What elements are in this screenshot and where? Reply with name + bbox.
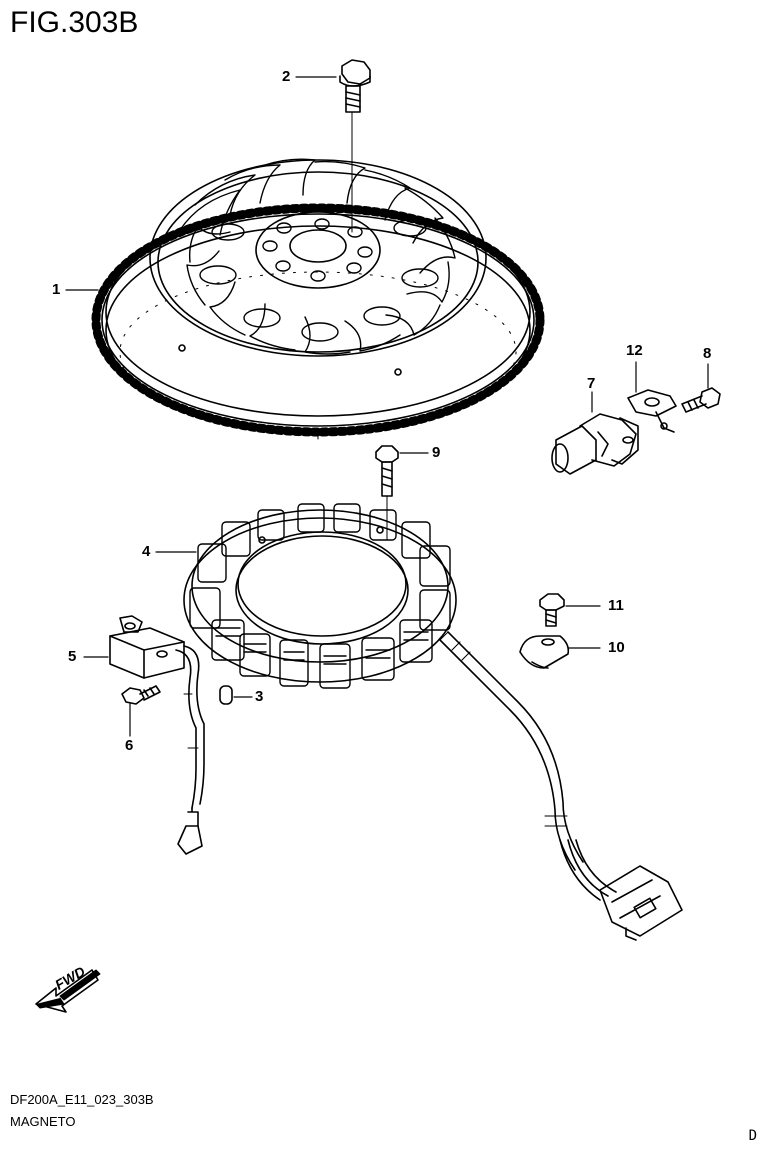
- stator-harness-icon: [439, 631, 683, 941]
- figure-code: DF200A_E11_023_303B: [10, 1092, 154, 1107]
- callout-1: 1: [52, 281, 61, 298]
- pulser-coil-icon: [109, 615, 205, 855]
- stator-coil-icon: [183, 503, 457, 689]
- callout-10: 10: [608, 639, 625, 656]
- callout-2: 2: [282, 68, 291, 85]
- bolt-icon: [539, 593, 565, 627]
- sensor-icon: [551, 413, 639, 475]
- callout-5: 5: [68, 648, 77, 665]
- page-mark: D: [748, 1128, 757, 1144]
- fwd-arrow-icon: [35, 969, 101, 1013]
- callout-7: 7: [587, 375, 596, 392]
- callout-8: 8: [703, 345, 712, 362]
- flange-bolt-icon: [339, 59, 371, 113]
- callout-11: 11: [608, 597, 624, 614]
- bolt-icon: [375, 445, 399, 497]
- figure-title: FIG.303B: [10, 6, 139, 39]
- callout-3: 3: [255, 688, 264, 705]
- callout-12: 12: [626, 342, 643, 359]
- bracket-icon: [627, 389, 677, 433]
- clamp-icon: [519, 635, 570, 669]
- figure-name: MAGNETO: [10, 1114, 76, 1129]
- callout-9: 9: [432, 444, 441, 461]
- flywheel-icon: [91, 111, 545, 441]
- callout-6: 6: [125, 737, 134, 754]
- bolt-icon: [121, 685, 161, 705]
- callout-4: 4: [142, 543, 151, 560]
- bolt-icon: [681, 387, 721, 413]
- dowel-pin-icon: [219, 685, 233, 705]
